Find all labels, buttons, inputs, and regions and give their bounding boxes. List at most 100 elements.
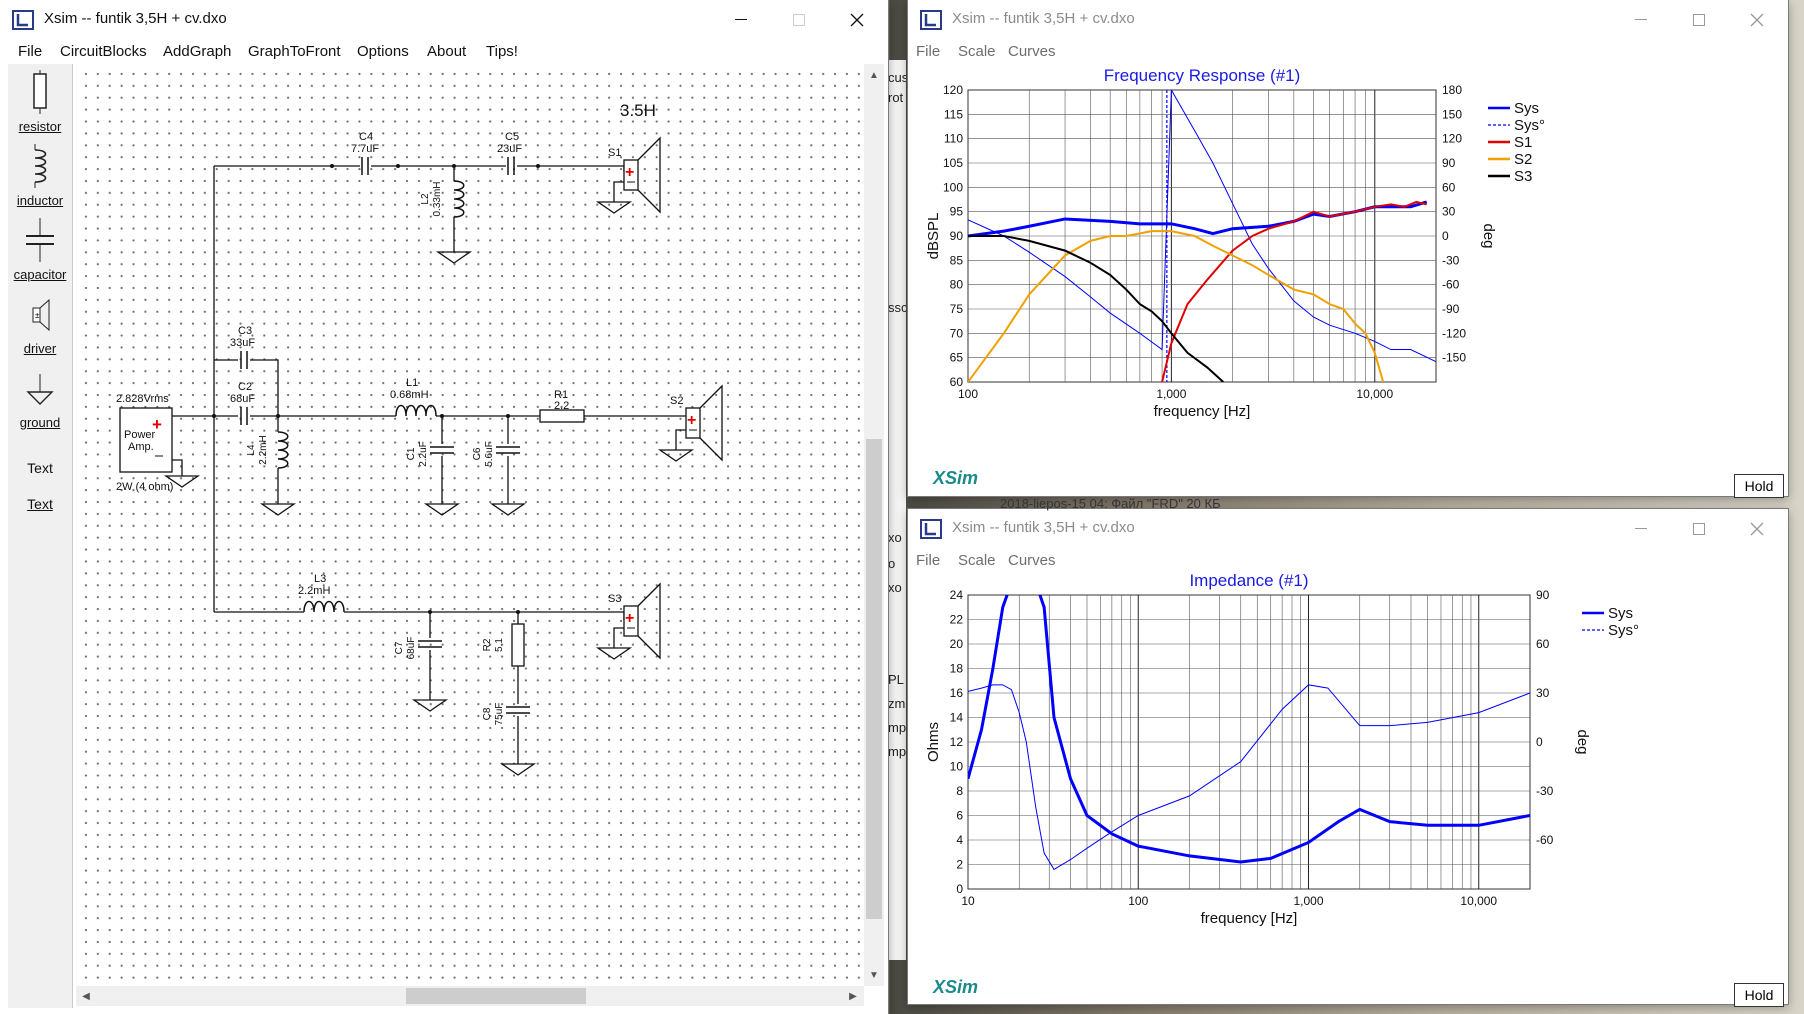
palette-driver[interactable]: ± driver bbox=[8, 296, 72, 356]
title-bar[interactable]: Xsim -- funtik 3,5H + cv.dxo bbox=[908, 0, 1788, 40]
component-name: C6 bbox=[472, 447, 483, 460]
menu-file[interactable]: File bbox=[18, 43, 43, 60]
ground-symbol[interactable] bbox=[163, 475, 201, 488]
x-tick-label: 10,000 bbox=[1460, 894, 1497, 908]
palette-capacitor[interactable]: capacitor bbox=[8, 218, 72, 282]
junction-dot bbox=[506, 414, 510, 418]
y-tick-label: 115 bbox=[944, 107, 963, 121]
palette-text[interactable]: Text bbox=[8, 460, 72, 476]
maximize-button[interactable] bbox=[770, 0, 828, 40]
scroll-down-arrow[interactable]: ▼ bbox=[869, 969, 879, 981]
minimize-button[interactable] bbox=[1612, 0, 1670, 40]
close-button[interactable] bbox=[1728, 509, 1786, 549]
component-name: C1 bbox=[406, 447, 417, 460]
legend-label: Sys° bbox=[1514, 117, 1545, 134]
horizontal-scroll-thumb[interactable] bbox=[406, 988, 586, 1004]
y-tick-label: 70 bbox=[950, 326, 964, 340]
ground-symbol[interactable] bbox=[411, 699, 449, 712]
menu-graphtofront[interactable]: GraphToFront bbox=[248, 43, 341, 60]
xsim-app-icon bbox=[920, 519, 942, 544]
menu-bar: File Scale Curves bbox=[908, 40, 1788, 64]
y-tick-label: 18 bbox=[950, 662, 964, 676]
menu-scale[interactable]: Scale bbox=[958, 552, 996, 569]
horizontal-scrollbar[interactable]: ◀ ▶ bbox=[76, 986, 864, 1006]
scroll-right-arrow[interactable]: ▶ bbox=[849, 990, 857, 1002]
y2-tick-label: 0 bbox=[1536, 735, 1543, 749]
y-tick-label: 4 bbox=[956, 833, 963, 847]
driver-cone bbox=[699, 384, 723, 462]
menu-scale[interactable]: Scale bbox=[958, 43, 996, 60]
plus-sign: + bbox=[625, 164, 634, 181]
vertical-scrollbar[interactable]: ▲ ▼ bbox=[864, 64, 884, 986]
x-tick-label: 100 bbox=[1128, 894, 1148, 908]
minimize-button[interactable] bbox=[1612, 509, 1670, 549]
palette-resistor[interactable]: resistor bbox=[8, 70, 72, 134]
maximize-button[interactable] bbox=[1670, 509, 1728, 549]
series-line-sys-phase bbox=[968, 90, 1436, 363]
menu-tips[interactable]: Tips! bbox=[486, 43, 518, 60]
y-tick-label: 0 bbox=[956, 882, 963, 896]
component-value: 23uF bbox=[497, 143, 522, 155]
component-name: C7 bbox=[394, 641, 405, 654]
hold-button[interactable]: Hold bbox=[1734, 983, 1784, 1007]
maximize-button[interactable] bbox=[1670, 0, 1728, 40]
palette-ground[interactable]: ground bbox=[8, 372, 72, 430]
resistor-r2[interactable] bbox=[511, 623, 525, 667]
menu-curves[interactable]: Curves bbox=[1008, 552, 1056, 569]
menu-curves[interactable]: Curves bbox=[1008, 43, 1056, 60]
background-text-fragment: ssc bbox=[888, 300, 906, 315]
y-tick-label: 14 bbox=[950, 711, 964, 725]
ground-symbol[interactable] bbox=[657, 449, 695, 462]
ground-symbol[interactable] bbox=[595, 647, 633, 660]
palette-text-underlined[interactable]: Text bbox=[8, 496, 72, 512]
menu-file[interactable]: File bbox=[916, 552, 941, 569]
ground-symbol[interactable] bbox=[499, 763, 537, 776]
vertical-scroll-thumb[interactable] bbox=[866, 439, 882, 919]
junction-dot bbox=[536, 164, 540, 168]
y-tick-label: 20 bbox=[950, 637, 964, 651]
xsim-app-icon bbox=[12, 10, 34, 35]
menu-file[interactable]: File bbox=[916, 43, 941, 60]
y2-tick-label: -60 bbox=[1442, 278, 1460, 292]
legend-label: Sys bbox=[1608, 605, 1633, 622]
background-text-fragment: mp bbox=[888, 720, 906, 735]
menu-about[interactable]: About bbox=[427, 43, 467, 60]
source-label: Amp. bbox=[128, 441, 154, 453]
y-tick-label: 16 bbox=[950, 686, 964, 700]
close-button[interactable] bbox=[1728, 0, 1786, 40]
title-bar[interactable]: Xsim -- funtik 3,5H + cv.dxo bbox=[0, 0, 888, 40]
title-bar[interactable]: Xsim -- funtik 3,5H + cv.dxo bbox=[908, 509, 1788, 549]
minimize-button[interactable] bbox=[712, 0, 770, 40]
component-name: L2 bbox=[420, 193, 431, 205]
driver-cone bbox=[637, 136, 661, 214]
svg-text:±: ± bbox=[35, 311, 40, 320]
component-name: L1 bbox=[406, 377, 418, 389]
palette-inductor[interactable]: inductor bbox=[8, 144, 72, 208]
ground-symbol[interactable] bbox=[595, 201, 633, 214]
ground-symbol[interactable] bbox=[435, 251, 473, 264]
ground-symbol[interactable] bbox=[259, 503, 297, 516]
y-tick-label: 80 bbox=[950, 278, 964, 292]
junction-dot bbox=[440, 414, 444, 418]
close-button[interactable] bbox=[828, 0, 886, 40]
palette-label: inductor bbox=[16, 193, 64, 208]
x-axis-label: frequency [Hz] bbox=[1154, 403, 1251, 420]
scroll-left-arrow[interactable]: ◀ bbox=[82, 990, 90, 1002]
ground-symbol[interactable] bbox=[489, 503, 527, 516]
menu-circuitblocks[interactable]: CircuitBlocks bbox=[60, 43, 147, 60]
power-amp-source[interactable] bbox=[119, 407, 173, 473]
background-text-fragment: xo bbox=[888, 530, 902, 545]
menu-addgraph[interactable]: AddGraph bbox=[163, 43, 232, 60]
y2-tick-label: 0 bbox=[1442, 229, 1449, 243]
chart-title: Impedance (#1) bbox=[1189, 573, 1308, 590]
menu-options[interactable]: Options bbox=[357, 43, 409, 60]
ground-symbol[interactable] bbox=[423, 503, 461, 516]
hold-button[interactable]: Hold bbox=[1734, 474, 1784, 498]
wire bbox=[344, 611, 625, 620]
scroll-up-arrow[interactable]: ▲ bbox=[869, 69, 879, 81]
palette-text-label: Text bbox=[27, 496, 53, 512]
